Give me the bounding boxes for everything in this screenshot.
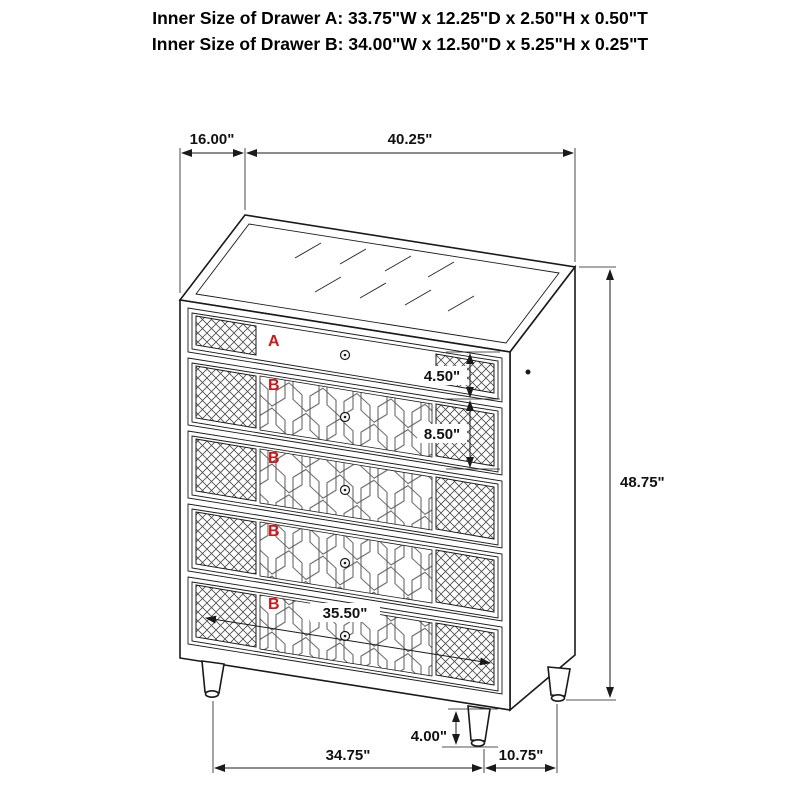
crosshatch-panel-left: [195, 365, 257, 429]
dim-drawer-inner-width: 35.50": [323, 605, 368, 622]
dim-base-depth: 10.75": [499, 747, 544, 764]
drawer-knob-icon: [339, 411, 351, 423]
dim-top-width: 40.25": [388, 131, 433, 148]
crosshatch-panel-right: [435, 476, 495, 540]
dimension-line-drawer-inner-width: [205, 615, 491, 666]
side-peg-detail: [525, 369, 531, 375]
drawer-knob-icon: [339, 484, 351, 496]
label-backplate: [310, 603, 380, 622]
drawer-knob-icon: [339, 349, 351, 361]
drawer-b-2: [187, 430, 503, 549]
crosshatch-panel-right: [435, 549, 495, 613]
header-drawer-a-size: Inner Size of Drawer A: 33.75"W x 12.25"…: [152, 8, 648, 28]
leg-front-left: [201, 660, 225, 698]
leg-front-right: [467, 705, 491, 747]
drawer-b-1: [187, 357, 503, 476]
dim-overall-height: 48.75": [620, 474, 665, 491]
drawer-b1-label: B: [268, 377, 280, 394]
crosshatch-panel-left: [195, 315, 257, 356]
drawer-b3-label: B: [268, 523, 280, 540]
chest-top-inner-border: [195, 223, 560, 344]
dim-drawer-a-height: 4.50": [424, 368, 460, 385]
drawer-b-3: [187, 503, 503, 622]
drawer-b4-label: B: [268, 596, 280, 613]
crosshatch-panel-right: [435, 622, 495, 686]
leg-back-right: [547, 666, 571, 702]
dim-base-width: 34.75": [326, 747, 371, 764]
label-backplate: [417, 366, 467, 385]
label-backplate: [417, 424, 467, 443]
dim-top-depth: 16.00": [190, 131, 235, 148]
drawer-a-label: A: [268, 333, 280, 350]
drawer-knob-icon: [339, 557, 351, 569]
crosshatch-panel-left: [195, 511, 257, 575]
chest-drawing: [178, 214, 577, 747]
dim-drawer-b-height: 8.50": [424, 426, 460, 443]
dimension-annotations: 16.00" 40.25" 48.75" 4.50" 8.50" 35.50" …: [179, 131, 665, 773]
header-drawer-b-size: Inner Size of Drawer B: 34.00"W x 12.50"…: [152, 34, 648, 54]
crosshatch-panel-left: [195, 438, 257, 502]
dim-leg-height: 4.00": [411, 728, 447, 745]
drawer-b2-label: B: [268, 450, 280, 467]
crosshatch-panel-left: [195, 584, 257, 648]
top-grain-marks: [294, 242, 475, 312]
